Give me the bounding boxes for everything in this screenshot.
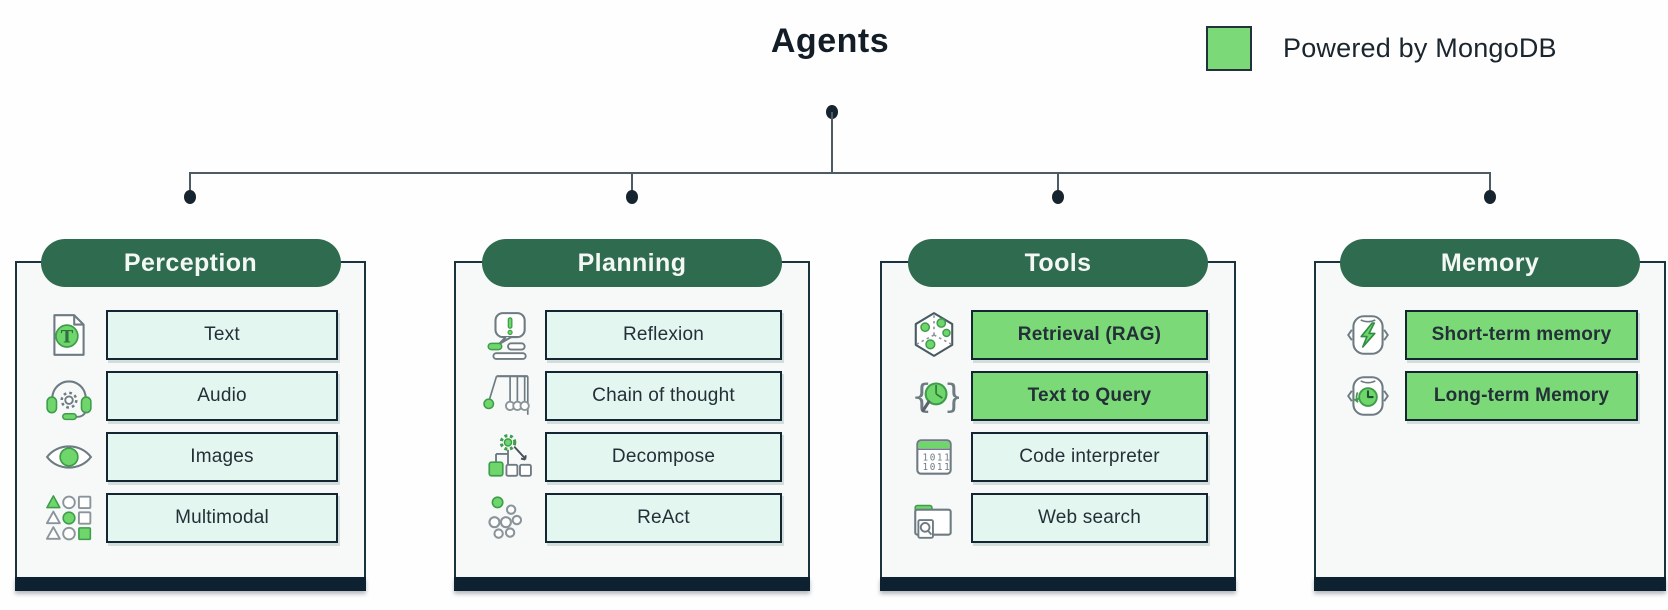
connector-drop — [189, 172, 191, 191]
folder-search-icon — [906, 492, 962, 544]
braces-magnifier-icon: {} — [906, 370, 962, 422]
card-memory: Memory Short-term memory Long-term Memor… — [1314, 239, 1666, 591]
flash-memory-icon — [1340, 309, 1396, 361]
connector-root-stem — [831, 112, 833, 173]
card-footer-bar — [15, 577, 366, 591]
list-item: T Text — [41, 310, 338, 360]
list-item: Audio — [41, 371, 338, 421]
newtons-cradle-icon — [480, 370, 536, 422]
card-tools: Tools Retrieval (RAG) {} Text to Query 1… — [880, 239, 1236, 591]
list-item: Chain of thought — [480, 371, 782, 421]
card-header-perception: Perception — [40, 239, 341, 287]
connector-drop — [1057, 172, 1059, 191]
card-perception: Perception T Text Audio Images — [15, 239, 366, 591]
list-item: Decompose — [480, 432, 782, 482]
item-text-to-query: Text to Query — [971, 371, 1208, 421]
audio-headset-icon — [41, 370, 97, 422]
svg-text:T: T — [61, 326, 74, 346]
list-item: Retrieval (RAG) — [906, 310, 1208, 360]
item-images: Images — [106, 432, 338, 482]
list-item: Web search — [906, 493, 1208, 543]
legend: Powered by MongoDB — [1206, 26, 1557, 71]
list-item: Short-term memory — [1340, 310, 1638, 360]
clock-memory-icon — [1340, 370, 1396, 422]
list-item: Long-term Memory — [1340, 371, 1638, 421]
connector-drop — [631, 172, 633, 191]
vector-hexagon-icon — [906, 309, 962, 361]
page-title: Agents — [770, 22, 890, 60]
card-footer-bar — [880, 577, 1236, 591]
card-header-tools: Tools — [908, 239, 1208, 287]
list-item: Reflexion — [480, 310, 782, 360]
list-item: ReAct — [480, 493, 782, 543]
list-item: Multimodal — [41, 493, 338, 543]
connector-branch-dot — [1484, 190, 1496, 204]
item-decompose: Decompose — [545, 432, 782, 482]
list-item: Images — [41, 432, 338, 482]
svg-text:}: } — [943, 376, 959, 415]
item-react: ReAct — [545, 493, 782, 543]
gear-breakdown-icon — [480, 431, 536, 483]
legend-green-swatch — [1206, 26, 1252, 71]
connector-drop — [1489, 172, 1491, 191]
card-planning: Planning Reflexion Chain of thought Deco… — [454, 239, 810, 591]
connector-branch-dot — [184, 190, 196, 204]
list-item: {} Text to Query — [906, 371, 1208, 421]
card-header-planning: Planning — [482, 239, 782, 287]
card-footer-bar — [454, 577, 810, 591]
item-reflexion: Reflexion — [545, 310, 782, 360]
item-long-term-memory: Long-term Memory — [1405, 371, 1638, 421]
text-document-icon: T — [41, 309, 97, 361]
scatter-circles-icon — [480, 492, 536, 544]
connector-branch-dot — [626, 190, 638, 204]
item-web-search: Web search — [971, 493, 1208, 543]
item-text: Text — [106, 310, 338, 360]
speech-exclamation-icon — [480, 309, 536, 361]
eye-icon — [41, 431, 97, 483]
svg-text:1011: 1011 — [923, 462, 952, 473]
item-code-interpreter: Code interpreter — [971, 432, 1208, 482]
item-retrieval-rag: Retrieval (RAG) — [971, 310, 1208, 360]
svg-text:1011: 1011 — [923, 453, 952, 464]
shapes-grid-icon — [41, 492, 97, 544]
legend-label: Powered by MongoDB — [1283, 33, 1557, 63]
card-header-memory: Memory — [1340, 239, 1640, 287]
item-short-term-memory: Short-term memory — [1405, 310, 1638, 360]
item-audio: Audio — [106, 371, 338, 421]
item-multimodal: Multimodal — [106, 493, 338, 543]
card-footer-bar — [1314, 577, 1666, 591]
connector-horizontal — [189, 172, 1491, 174]
connector-branch-dot — [1052, 190, 1064, 204]
item-chain-of-thought: Chain of thought — [545, 371, 782, 421]
